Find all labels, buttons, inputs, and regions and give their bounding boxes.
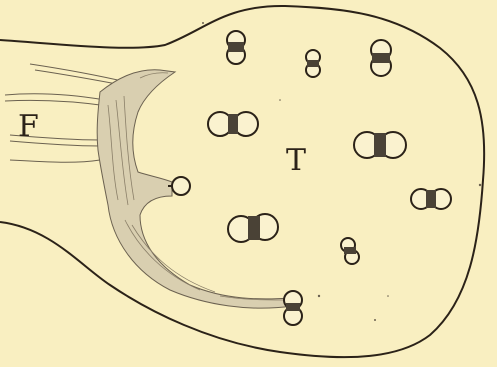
- cell: [341, 238, 359, 264]
- cell: [306, 50, 320, 77]
- cell: [284, 291, 302, 325]
- nerve-fiber: [97, 70, 292, 308]
- cell: [228, 214, 278, 242]
- cell: [227, 31, 245, 64]
- specks: [202, 22, 481, 321]
- cell: [371, 40, 391, 76]
- cell: [411, 189, 451, 209]
- label-tissue: T: [286, 146, 306, 176]
- label-fiber: F: [18, 112, 39, 142]
- cells: [168, 31, 451, 325]
- cell: [354, 132, 406, 158]
- cell: [208, 112, 258, 136]
